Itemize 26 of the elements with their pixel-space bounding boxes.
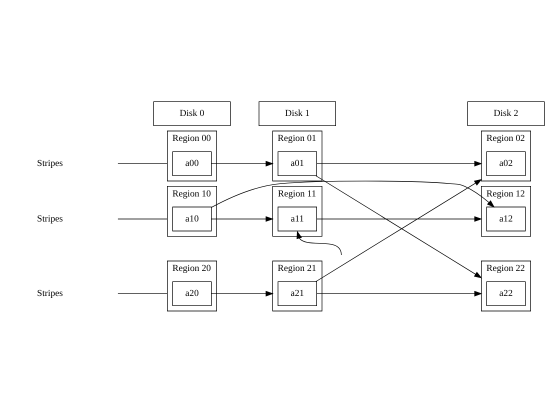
node-box: a00 [172, 150, 212, 176]
label: Stripes [37, 214, 63, 224]
arrow [316, 216, 482, 222]
node-box: a01 [278, 150, 317, 176]
arrow [316, 160, 482, 166]
label: Stripes [37, 288, 63, 299]
node-box: Disk 0 [153, 100, 231, 126]
node-box: a02 [486, 150, 526, 176]
node-box: a21 [278, 280, 317, 306]
label: Stripes [37, 158, 63, 169]
node-box: Disk 1 [258, 100, 336, 126]
node-box: a20 [172, 280, 212, 306]
arrow [211, 180, 495, 208]
node-box: Disk 2 [467, 100, 545, 126]
connector [118, 218, 168, 219]
arrow [296, 230, 342, 255]
arrow [211, 216, 274, 222]
arrow [316, 290, 482, 296]
node-box: a12 [486, 206, 526, 231]
node-box: a10 [172, 206, 212, 231]
node-box: a11 [278, 206, 317, 231]
arrow [211, 160, 274, 166]
connector [118, 162, 168, 164]
connector [118, 292, 168, 294]
node-box: a22 [486, 280, 526, 306]
arrow [211, 290, 274, 296]
